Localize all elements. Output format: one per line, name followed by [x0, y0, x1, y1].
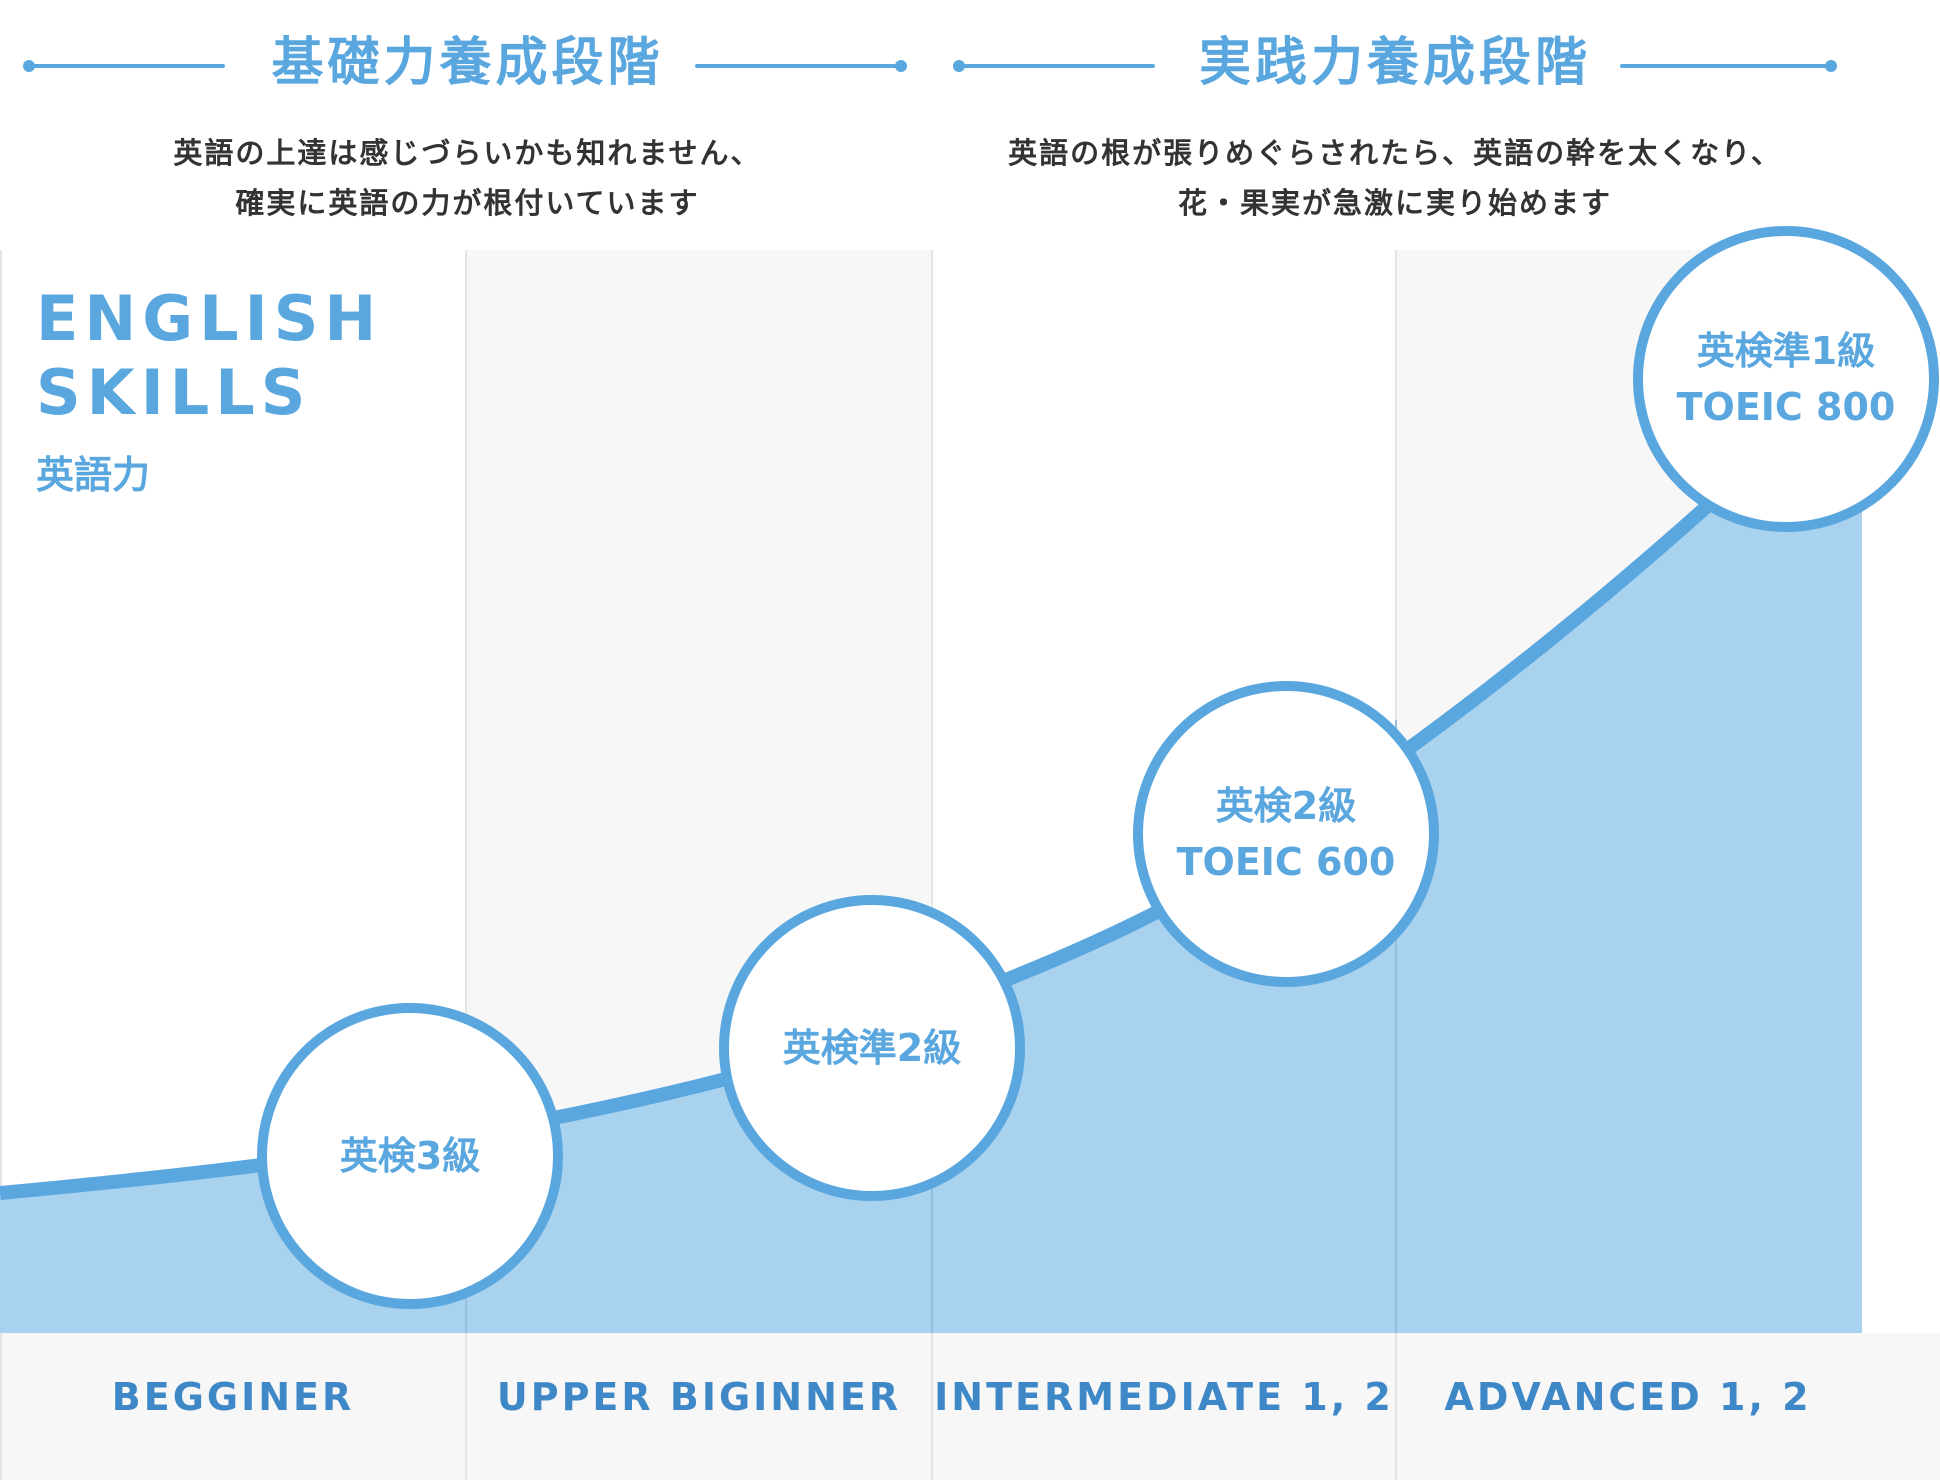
phase-description-line: 確実に英語の力が根付いています — [235, 186, 700, 220]
milestone-label: 英検準2級 — [782, 1026, 962, 1070]
phase-description: 英語の上達は感じづらいかも知れません、 確実に英語の力が根付いています — [25, 128, 910, 228]
milestone-label: 英検3級 — [339, 1134, 481, 1178]
skills-heading-line: ENGLISH — [36, 282, 383, 355]
milestone-bubble-eiken-3: 英検3級 — [257, 1003, 563, 1309]
skills-heading-line: SKILLS — [36, 356, 312, 429]
stage-label-beginner: BEGGINER — [111, 1375, 355, 1419]
phase-description-line: 英語の上達は感じづらいかも知れません、 — [173, 136, 762, 170]
milestone-bubble-eiken-2: 英検2級 TOEIC 600 — [1133, 681, 1439, 987]
phase-description: 英語の根が張りめぐらされたら、英語の幹を太くなり、 花・果実が急激に実り始めます — [955, 128, 1835, 228]
phase-line-left — [23, 60, 225, 72]
stage-label-intermediate: INTERMEDIATE 1, 2 — [934, 1375, 1394, 1419]
skills-heading-ja: 英語力 — [36, 453, 151, 497]
phase-line-left — [953, 60, 1155, 72]
phase-line-right — [695, 60, 907, 72]
phase-description-line: 英語の根が張りめぐらされたら、英語の幹を太くなり、 — [1008, 136, 1782, 170]
stage-label-band — [0, 1333, 1940, 1480]
skills-heading: ENGLISH SKILLS — [36, 282, 382, 430]
milestone-label: 英検2級 — [1215, 784, 1357, 828]
column-divider — [465, 250, 467, 1480]
phase-title: 実践力養成段階 — [1186, 28, 1603, 98]
phase-line-right — [1620, 60, 1837, 72]
phase-title: 基礎力養成段階 — [259, 28, 676, 98]
phase-description-line: 花・果実が急激に実り始めます — [1177, 186, 1612, 220]
milestone-bubble-eiken-pre1: 英検準1級 TOEIC 800 — [1633, 226, 1939, 532]
phase-practical: 実践力養成段階 英語の根が張りめぐらされたら、英語の幹を太くなり、 花・果実が急… — [953, 28, 1837, 220]
milestone-label: 英検準1級 — [1696, 329, 1876, 373]
column-divider — [931, 250, 933, 1480]
stage-label-advanced: ADVANCED 1, 2 — [1444, 1375, 1812, 1419]
phase-foundation: 基礎力養成段階 英語の上達は感じづらいかも知れません、 確実に英語の力が根付いて… — [23, 28, 910, 220]
milestone-score: TOEIC 800 — [1676, 385, 1896, 429]
milestone-bubble-eiken-pre2: 英検準2級 — [719, 895, 1025, 1201]
milestone-score: TOEIC 600 — [1176, 840, 1396, 884]
stage-label-upper-beginner: UPPER BIGINNER — [496, 1375, 902, 1419]
column-divider — [0, 250, 2, 1480]
